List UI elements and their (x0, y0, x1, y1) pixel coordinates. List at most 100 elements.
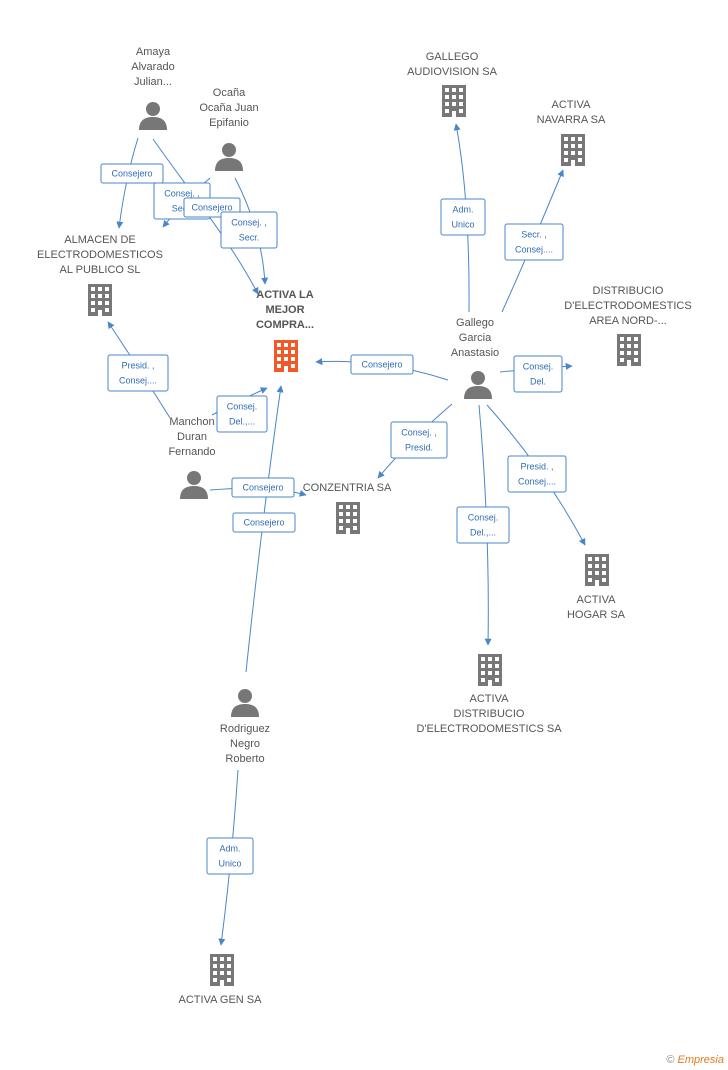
building-icon (585, 554, 609, 586)
edge-label-box (216, 395, 268, 433)
edge-label-text: Consej. , (164, 189, 200, 199)
edge-label-e14[interactable]: Consej. , Presid. (390, 421, 448, 459)
edge-label-e9[interactable]: Adm.Unico (206, 837, 254, 875)
edge-label-text: Consej. (468, 513, 499, 523)
node-label: D'ELECTRODOMESTICS (564, 300, 691, 312)
brand-name: Empresia (677, 1054, 724, 1066)
edge-label-text: Consejero (361, 360, 402, 370)
node-label: Fernando (168, 446, 215, 458)
edge-label-text: Adm. (219, 844, 240, 854)
node-activa-mejor[interactable]: ACTIVA LAMEJORCOMPRA... (256, 289, 314, 372)
edge-label-box (350, 354, 414, 375)
edge-label-text: Consej.... (515, 245, 553, 255)
node-label: ACTIVA LA (256, 289, 313, 301)
node-almacen[interactable]: ALMACEN DE ELECTRODOMESTICOS AL PUBLICO SL (37, 234, 163, 316)
node-label: ALMACEN DE (64, 234, 136, 246)
node-label: D'ELECTRODOMESTICS SA (416, 723, 562, 735)
edge-label-text: Secr. (172, 204, 193, 214)
building-icon (210, 954, 234, 986)
building-icon (336, 502, 360, 534)
node-label: Ocaña (213, 87, 246, 99)
edge-label-e7[interactable]: Consejero (231, 477, 295, 498)
node-label: CONZENTRIA SA (303, 482, 392, 494)
edge-label-e6[interactable]: Consej.Del.,... (216, 395, 268, 433)
node-label: AREA NORD-... (589, 315, 667, 327)
edge-label-text: Del.,... (229, 417, 255, 427)
person-icon (464, 371, 492, 399)
node-label: HOGAR SA (567, 609, 626, 621)
node-label: ACTIVA GEN SA (179, 994, 263, 1006)
node-label: Ocaña Juan (199, 102, 258, 114)
building-icon (442, 85, 466, 117)
edge-label-text: Consej. (523, 362, 554, 372)
edge-label-text: Secr. , (521, 230, 547, 240)
edge-label-text: Consej. , (231, 218, 267, 228)
edge-label-e16[interactable]: Consej. Del.,... (456, 506, 510, 544)
node-label: Duran (177, 431, 207, 443)
node-label: ELECTRODOMESTICOS (37, 249, 163, 261)
edge-label-text: Adm. (452, 205, 473, 215)
node-label: DISTRIBUCIO (593, 285, 664, 297)
edge-label-box (390, 421, 448, 459)
edge-label-text: Consej.... (518, 477, 556, 487)
node-label: GALLEGO (426, 51, 479, 63)
node-label: Epifanio (209, 117, 249, 129)
edge-label-text: Del.,... (470, 528, 496, 538)
node-distribucio-nord[interactable]: DISTRIBUCIO D'ELECTRODOMESTICS AREA NORD-.… (564, 285, 692, 366)
node-label: NAVARRA SA (537, 114, 606, 126)
edge-label-text: Presid. , (520, 462, 553, 472)
edge-label-text: Consejero (242, 483, 283, 493)
edge-label-e13[interactable]: Consej. Del. (513, 355, 563, 393)
edge-label-box (206, 837, 254, 875)
edge-label-e11[interactable]: Secr. , Consej.... (504, 223, 564, 261)
edge-label-text: Consej.... (119, 376, 157, 386)
edge-label-e1[interactable]: Consejero (100, 163, 164, 184)
node-label: Negro (230, 738, 260, 750)
building-icon (617, 334, 641, 366)
node-conzentria[interactable]: CONZENTRIA SA (303, 482, 392, 534)
person-icon (215, 143, 243, 171)
person-icon (231, 689, 259, 717)
edge-label-text: Secr. (239, 233, 260, 243)
edge-label-box (440, 198, 486, 236)
edge-label-box (232, 512, 296, 533)
node-label: AUDIOVISION SA (407, 66, 498, 78)
edge-label-box (107, 354, 169, 392)
edge-label-text: Presid. (405, 443, 433, 453)
node-label: AL PUBLICO SL (60, 264, 141, 276)
edge-label-text: Del. (530, 377, 546, 387)
building-icon (274, 340, 298, 372)
node-amaya[interactable]: AmayaAlvaradoJulian... (131, 46, 175, 130)
edge-label-box (231, 477, 295, 498)
brand-footer: © Empresia (666, 1054, 724, 1066)
edge-label-box (220, 211, 278, 249)
edge-label-text: Consej. , (401, 428, 437, 438)
edge-label-e15[interactable]: Presid. , Consej.... (507, 455, 567, 493)
node-label: Gallego (456, 317, 494, 329)
edge-label-e5[interactable]: Presid. , Consej.... (107, 354, 169, 392)
node-gallego-av[interactable]: GALLEGO AUDIOVISION SA (407, 51, 498, 117)
edge-label-text: Presid. , (121, 361, 154, 371)
edge-label-text: Consejero (191, 203, 232, 213)
edge-label-e12[interactable]: Consejero (350, 354, 414, 375)
edge-label-text: Consejero (243, 518, 284, 528)
edge-label-e8[interactable]: Consejero (232, 512, 296, 533)
edge-label-e4[interactable]: Consej. , Secr. (220, 211, 278, 249)
node-label: COMPRA... (256, 319, 314, 331)
node-label: Alvarado (131, 61, 174, 73)
edge-label-box (513, 355, 563, 393)
node-activa-gen[interactable]: ACTIVA GEN SA (179, 954, 263, 1006)
node-label: Rodriguez (220, 723, 270, 735)
node-label: Garcia (459, 332, 492, 344)
node-label: Manchon (169, 416, 214, 428)
edge-label-box (507, 455, 567, 493)
edge-label-e10[interactable]: Adm.Unico (440, 198, 486, 236)
